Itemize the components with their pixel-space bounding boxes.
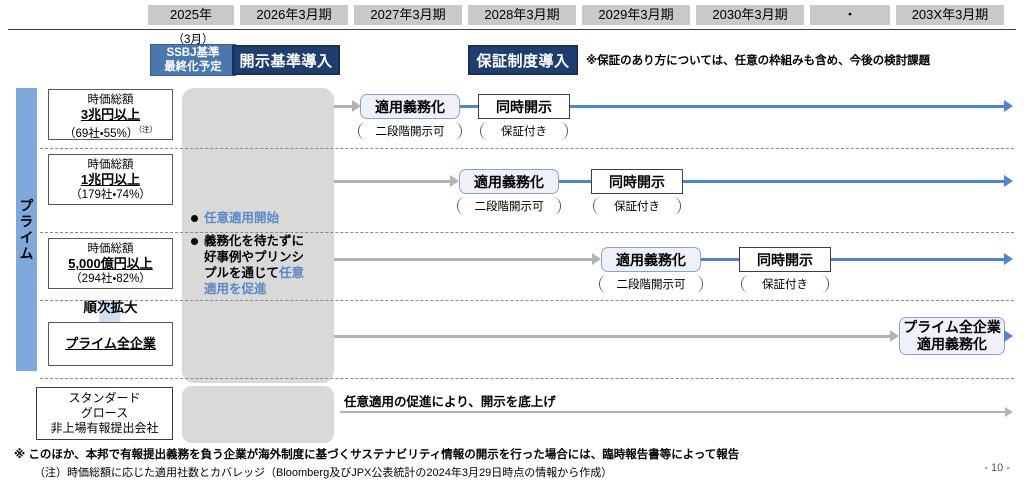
row3-gray-connector [334,258,592,262]
assurance-note-text: ※保証のあり方については、任意の枠組みも含め、今後の検討課題 [586,55,931,67]
row3-mandatory-badge: 適用義務化 [601,247,701,272]
row4-gray-connector [334,335,890,339]
row2-blue-arrow-icon [1004,175,1013,187]
bullet-2-accent-1: 任意 [279,266,305,280]
bottom-message-label: 任意適用の促進により、開示を底上げ [344,395,556,409]
row3-gray-arrow-icon [592,253,601,265]
voluntary-adoption-panel [182,88,334,383]
row4-gray-arrow-icon [890,330,899,342]
bullet-2-text-3: プルを通じて [204,266,280,280]
tier-1-value: 3兆円以上 [80,107,141,122]
row1-simultaneous-badge: 同時開示 [478,94,570,119]
row2-gray-connector [334,180,450,184]
ssbj-badge-line1: SSBJ基準 [166,47,220,59]
row3-blue-connector-a [701,258,739,262]
timeline-year-header: 2025年 2026年3月期 2027年3月期 2028年3月期 2029年3月… [148,5,1014,25]
bullet-item-1: 任意適用開始 [190,210,332,226]
row1-blue-arrow-icon [1004,100,1013,112]
tier-3-caption: 時価総額 [87,243,134,255]
year-column-ellipsis: ・ [810,5,890,25]
year-column-203x: 203X年3月期 [896,5,1004,25]
footnote-secondary: （注）時価総額に応じた適用社数とカバレッジ（Bloomberg及びJPX公表統計… [34,467,613,479]
row3-blue-connector-b [831,258,1004,262]
row4-badge-line1: プライム全企業 [903,319,1001,335]
row1-mandatory-badge: 適用義務化 [360,94,460,119]
row2-blue-connector-b [683,180,1004,184]
prime-segment-label: プライム [18,197,35,262]
tier-1-coverage: （69社・55%）（注） [49,123,172,141]
tier-2-coverage: （179社・74%） [70,189,151,201]
tier-3-coverage: （294社・82%） [70,273,151,285]
row1-mandatory-note: 二段階開示可 [358,122,462,140]
market-cap-tier-1: 時価総額 3兆円以上 （69社・55%）（注） [48,89,173,140]
other-segment-line1: スタンダード [68,391,141,405]
other-segment-line2: グロース [80,406,129,420]
tier-2-value: 1兆円以上 [80,172,141,187]
tier-1-caption: 時価総額 [87,94,134,106]
gradual-expansion-label: 順次拡大 [83,300,138,315]
row3-mandatory-note: 二段階開示可 [599,275,703,293]
row2-gray-arrow-icon [450,175,459,187]
row3-blue-arrow-icon [1004,253,1013,265]
row1-gray-arrow-icon [352,100,361,112]
row4-blue-arrow-icon [1004,330,1013,342]
market-cap-tier-3: 時価総額 5,000億円以上 （294社・82%） [48,238,173,289]
row4-mandatory-badge: プライム全企業 適用義務化 [899,317,1005,355]
row2-mandatory-badge: 適用義務化 [459,169,559,194]
prime-segment-band: プライム [16,88,37,371]
year-column-2028: 2028年3月期 [468,5,576,25]
row3-simultaneous-badge: 同時開示 [739,247,831,272]
row2-mandatory-note: 二段階開示可 [457,197,561,215]
year-column-2027: 2027年3月期 [354,5,462,25]
tier-4-value: プライム全企業 [65,336,156,351]
other-segment-line3: 非上場有報提出会社 [50,421,159,435]
year-column-2025: 2025年 [148,5,234,25]
tier-3-value: 5,000億円以上 [68,256,153,271]
row3-simultaneous-note: 保証付き [741,275,829,293]
bullet-2-text-2: 好事例やプリンシ [204,250,305,264]
bullet-1-text: 任意適用開始 [204,211,280,225]
tier-1-note-mark: （注） [138,125,157,134]
market-cap-tier-4: プライム全企業 [48,322,173,366]
bullet-2-accent-2: 適用を促進 [204,282,267,296]
assurance-system-badge: 保証制度導入 [468,45,578,75]
tier-separator-2 [40,232,1014,233]
row1-blue-connector-b [570,105,1004,109]
year-column-2030: 2030年3月期 [696,5,804,25]
year-column-2026: 2026年3月期 [240,5,348,25]
row2-blue-connector-a [559,180,591,184]
row1-simultaneous-note: 保証付き [480,122,568,140]
row1-gray-connector [334,105,352,109]
page-number: - 10 - [984,462,1010,474]
tier-separator-4 [40,378,1014,379]
tier-separator-1 [40,148,1014,149]
bottom-gray-connector [340,411,1005,413]
bottom-gray-arrow-icon [1005,407,1013,417]
voluntary-adoption-bullets: 任意適用開始 義務化を待たずに 好事例やプリンシ プルを通じて任意 適用を促進 [190,210,332,304]
other-segments-box: スタンダード グロース 非上場有報提出会社 [36,387,173,440]
header-divider-rule [8,29,1016,30]
row1-blue-connector-a [460,105,478,109]
market-cap-tier-2: 時価総額 1兆円以上 （179社・74%） [48,154,173,205]
ssbj-standard-badge: SSBJ基準 最終化予定 [150,44,236,76]
bullet-item-2: 義務化を待たずに 好事例やプリンシ プルを通じて任意 適用を促進 [190,233,332,297]
ssbj-month-label: （3月） [172,34,214,46]
bullet-2-text-1: 義務化を待たずに [204,234,305,248]
disclosure-standard-badge: 開示基準導入 [232,45,340,75]
year-column-2029: 2029年3月期 [582,5,690,25]
footnote-primary: ※ このほか、本邦で有報提出義務を負う企業が海外制度に基づくサステナビリティ情報… [14,449,740,461]
tier-2-caption: 時価総額 [87,159,134,171]
row4-badge-line2: 適用義務化 [917,336,987,352]
voluntary-adoption-panel-bottom [182,386,334,443]
tier-separator-3 [40,300,1014,301]
row2-simultaneous-note: 保証付き [593,197,681,215]
tier-1-coverage-text: （69社・55%） [64,127,139,140]
row2-simultaneous-badge: 同時開示 [591,169,683,194]
ssbj-badge-line2: 最終化予定 [164,61,222,73]
